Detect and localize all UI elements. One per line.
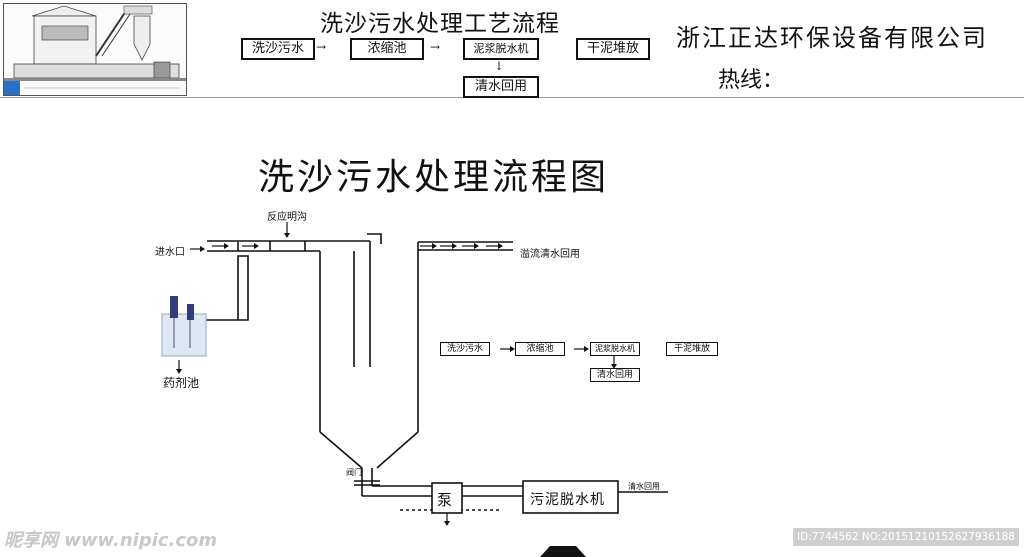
process-title: 洗沙污水处理工艺流程 (320, 11, 560, 37)
dosing-tank-graphic (161, 296, 207, 357)
header-banner: 洗沙污水处理工艺流程 洗沙污水 → 浓缩池 → 泥浆脱水机 干泥堆放 ↓ 清水回… (0, 0, 1024, 98)
watermark-id: ID:7744562 NO:20151210152627936188 (793, 528, 1019, 546)
arrow-right-icon: → (316, 40, 327, 54)
plant-illustration (3, 3, 187, 96)
watermark-site: 昵享网 www.nipic.com (4, 530, 218, 551)
overflow-label: 溢流清水回用 (520, 249, 580, 260)
clean-return-label: 清水回用 (628, 482, 660, 491)
flow-box-thickener: 浓缩池 (350, 38, 424, 60)
arrow-right-icon: → (430, 40, 441, 54)
hotline-label: 热线： (718, 68, 785, 93)
arrow-down-icon: ↓ (494, 59, 505, 73)
mini-box-clean-water: 清水回用 (590, 368, 640, 382)
mini-box-thickener: 浓缩池 (515, 342, 565, 356)
mini-box-sewage: 洗沙污水 (440, 342, 490, 356)
flow-box-sewage: 洗沙污水 (241, 38, 315, 60)
valve-label: 阀门 (346, 468, 362, 477)
company-name: 浙江正达环保设备有限公司 (676, 24, 988, 52)
inlet-label: 进水口 (155, 247, 185, 258)
dewater-machine-label: 污泥脱水机 (530, 492, 605, 508)
mini-box-dry-sludge: 干泥堆放 (666, 342, 718, 356)
flow-box-clean-water: 清水回用 (463, 76, 539, 98)
dosing-tank-label: 药剂池 (163, 376, 200, 390)
mini-box-dewater: 泥浆脱水机 (590, 342, 640, 356)
flow-box-dry-sludge: 干泥堆放 (576, 38, 650, 60)
channel-label: 反应明沟 (267, 212, 307, 223)
diagram-title: 洗沙污水处理流程图 (258, 157, 610, 198)
pump-label: 泵 (437, 491, 453, 509)
flow-box-dewater: 泥浆脱水机 (463, 38, 539, 60)
